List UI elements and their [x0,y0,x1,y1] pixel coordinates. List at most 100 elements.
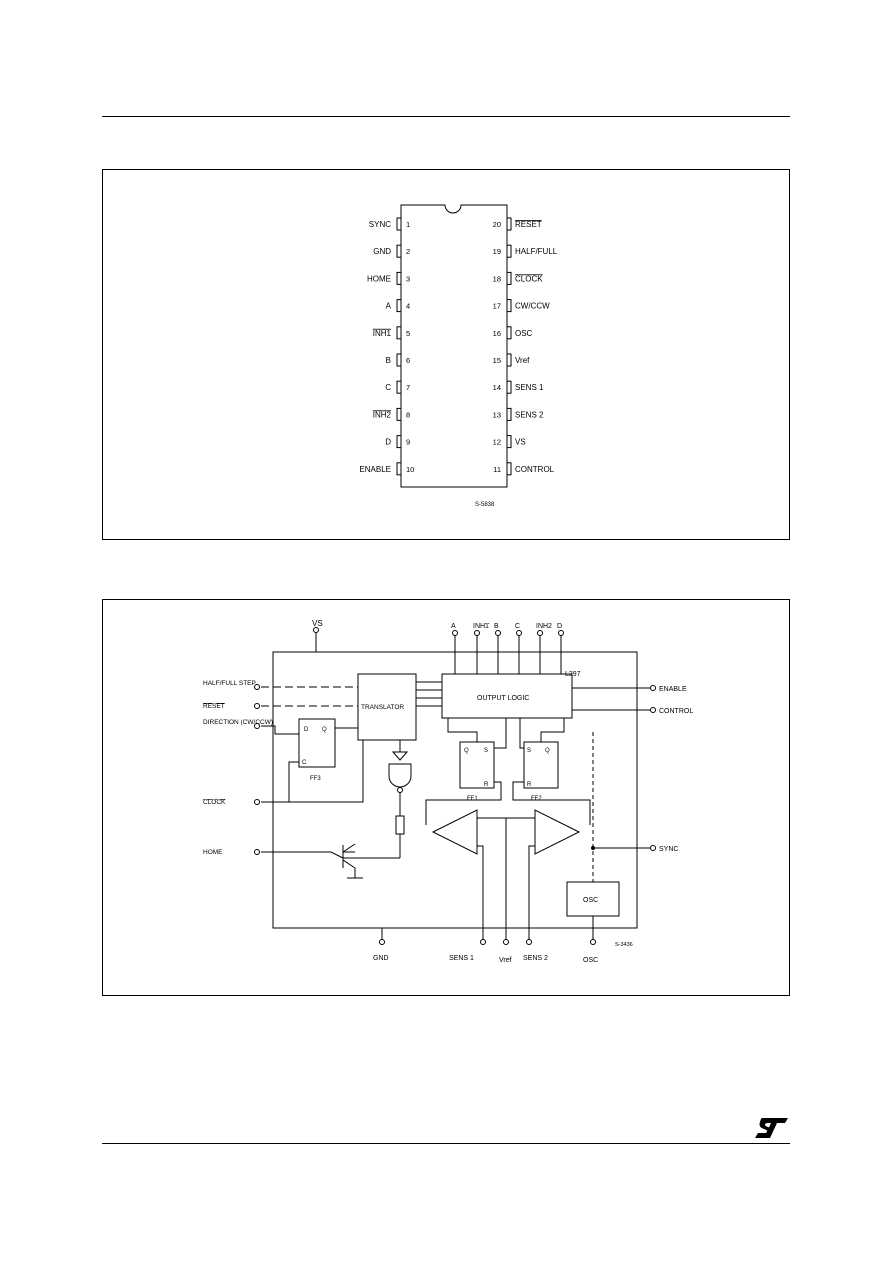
control-label: CONTROL [659,708,693,715]
clock-label: CLOCK [203,799,226,806]
direction-pin[interactable] [254,723,260,729]
top-pin-3[interactable] [516,630,522,636]
pin-9-number: 9 [406,438,410,447]
pin-16-lead [506,326,512,340]
pin-11-label: CONTROL [515,465,555,474]
sens2-pin[interactable] [526,939,532,945]
pin-2-label: GND [373,247,391,256]
clock-pin[interactable] [254,799,260,805]
comparator-2 [534,809,581,855]
top-pin-5[interactable] [558,630,564,636]
pin-5-lead [396,326,402,340]
pin-5-label: INH1 [373,329,392,338]
pin-6-number: 6 [406,356,410,365]
pin-13-number: 13 [493,410,501,419]
sens1-pin[interactable] [480,939,486,945]
ff2-label: FF2 [531,796,542,802]
ff1-s: S [484,748,488,754]
pin-7-number: 7 [406,383,410,392]
home-pin[interactable] [254,849,260,855]
pin-12-number: 12 [493,438,501,447]
sync-label: SYNC [659,846,678,853]
top-pin-label-1: INH1 [473,623,489,630]
pin-2-lead [396,244,402,258]
ff3-d: D [304,727,309,733]
pin-20-label: RESET [515,220,542,229]
enable-label: ENABLE [659,686,687,693]
vs-pin[interactable] [313,627,319,633]
top-pin-label-2: B [494,623,499,630]
pin-15-lead [506,353,512,367]
pin-12-label: VS [515,438,526,447]
footer-rule [102,1143,790,1144]
pin-15-label: Vref [515,356,530,365]
pin-14-lead [506,380,512,394]
pin-9-label: D [385,438,391,447]
top-pin-label-4: INH2 [536,623,552,630]
top-pin-4[interactable] [537,630,543,636]
translator-label: TRANSLATOR [361,704,404,711]
pin-20-number: 20 [493,220,501,229]
vref-pin[interactable] [503,939,509,945]
reset-pin[interactable] [254,703,260,709]
st-logo-icon [755,1118,788,1138]
output-logic-block [441,673,573,719]
pin-17-lead [506,299,512,313]
pin-5-number: 5 [406,329,410,338]
top-pin-label-3: C [515,623,520,630]
comparator-1 [431,809,478,855]
pin-6-label: B [386,356,391,365]
control-pin[interactable] [650,707,656,713]
pin-13-label: SENS 2 [515,410,544,419]
pin-14-number: 14 [493,383,501,392]
pin-1-number: 1 [406,220,410,229]
pin-16-label: OSC [515,329,533,338]
pin-7-lead [396,380,402,394]
nand-gate [388,763,412,788]
pin-9-lead [396,435,402,449]
pin-1-lead [396,217,402,231]
sens2-label: SENS 2 [523,955,548,962]
top-pin-0[interactable] [452,630,458,636]
pin-4-number: 4 [406,302,410,311]
top-pin-2[interactable] [495,630,501,636]
pin-8-lead [396,407,402,421]
vref-label: Vref [499,957,512,964]
pin-17-number: 17 [493,302,501,311]
ff2-r: R [527,782,532,788]
top-pin-1[interactable] [474,630,480,636]
pin-4-label: A [386,302,392,311]
pin-15-number: 15 [493,356,501,365]
pin-8-label: INH2 [373,410,392,419]
chip-name: L297 [565,671,581,678]
half-full-label: HALF/FULL STEP [203,680,256,687]
pin-4-lead [396,299,402,313]
resistor [395,815,405,835]
sens1-label: SENS 1 [449,955,474,962]
gnd-pin[interactable] [379,939,385,945]
osc-pin[interactable] [590,939,596,945]
enable-pin[interactable] [650,685,656,691]
pin-8-number: 8 [406,410,410,419]
ff3-block [298,718,336,768]
pin-10-number: 10 [406,465,414,474]
ff1-label: FF1 [467,796,478,802]
pin-12-lead [506,435,512,449]
ff1-q: Q [464,748,469,754]
home-label: HOME [203,849,223,856]
direction-label: DIRECTION (CW/CCW) [203,719,273,726]
reset-label: RESET [203,703,225,710]
half-full-pin[interactable] [254,684,260,690]
pin-19-lead [506,244,512,258]
pin-18-label: CLOCK [515,274,543,283]
gnd-label: GND [373,955,389,962]
pin-19-label: HALF/FULL [515,247,558,256]
pin-13-lead [506,407,512,421]
pin-17-label: CW/CCW [515,302,550,311]
pinout-drawing-code: S-5838 [475,502,495,508]
pin-14-label: SENS 1 [515,383,544,392]
sync-pin[interactable] [650,845,656,851]
top-pin-label-5: D [557,623,562,630]
